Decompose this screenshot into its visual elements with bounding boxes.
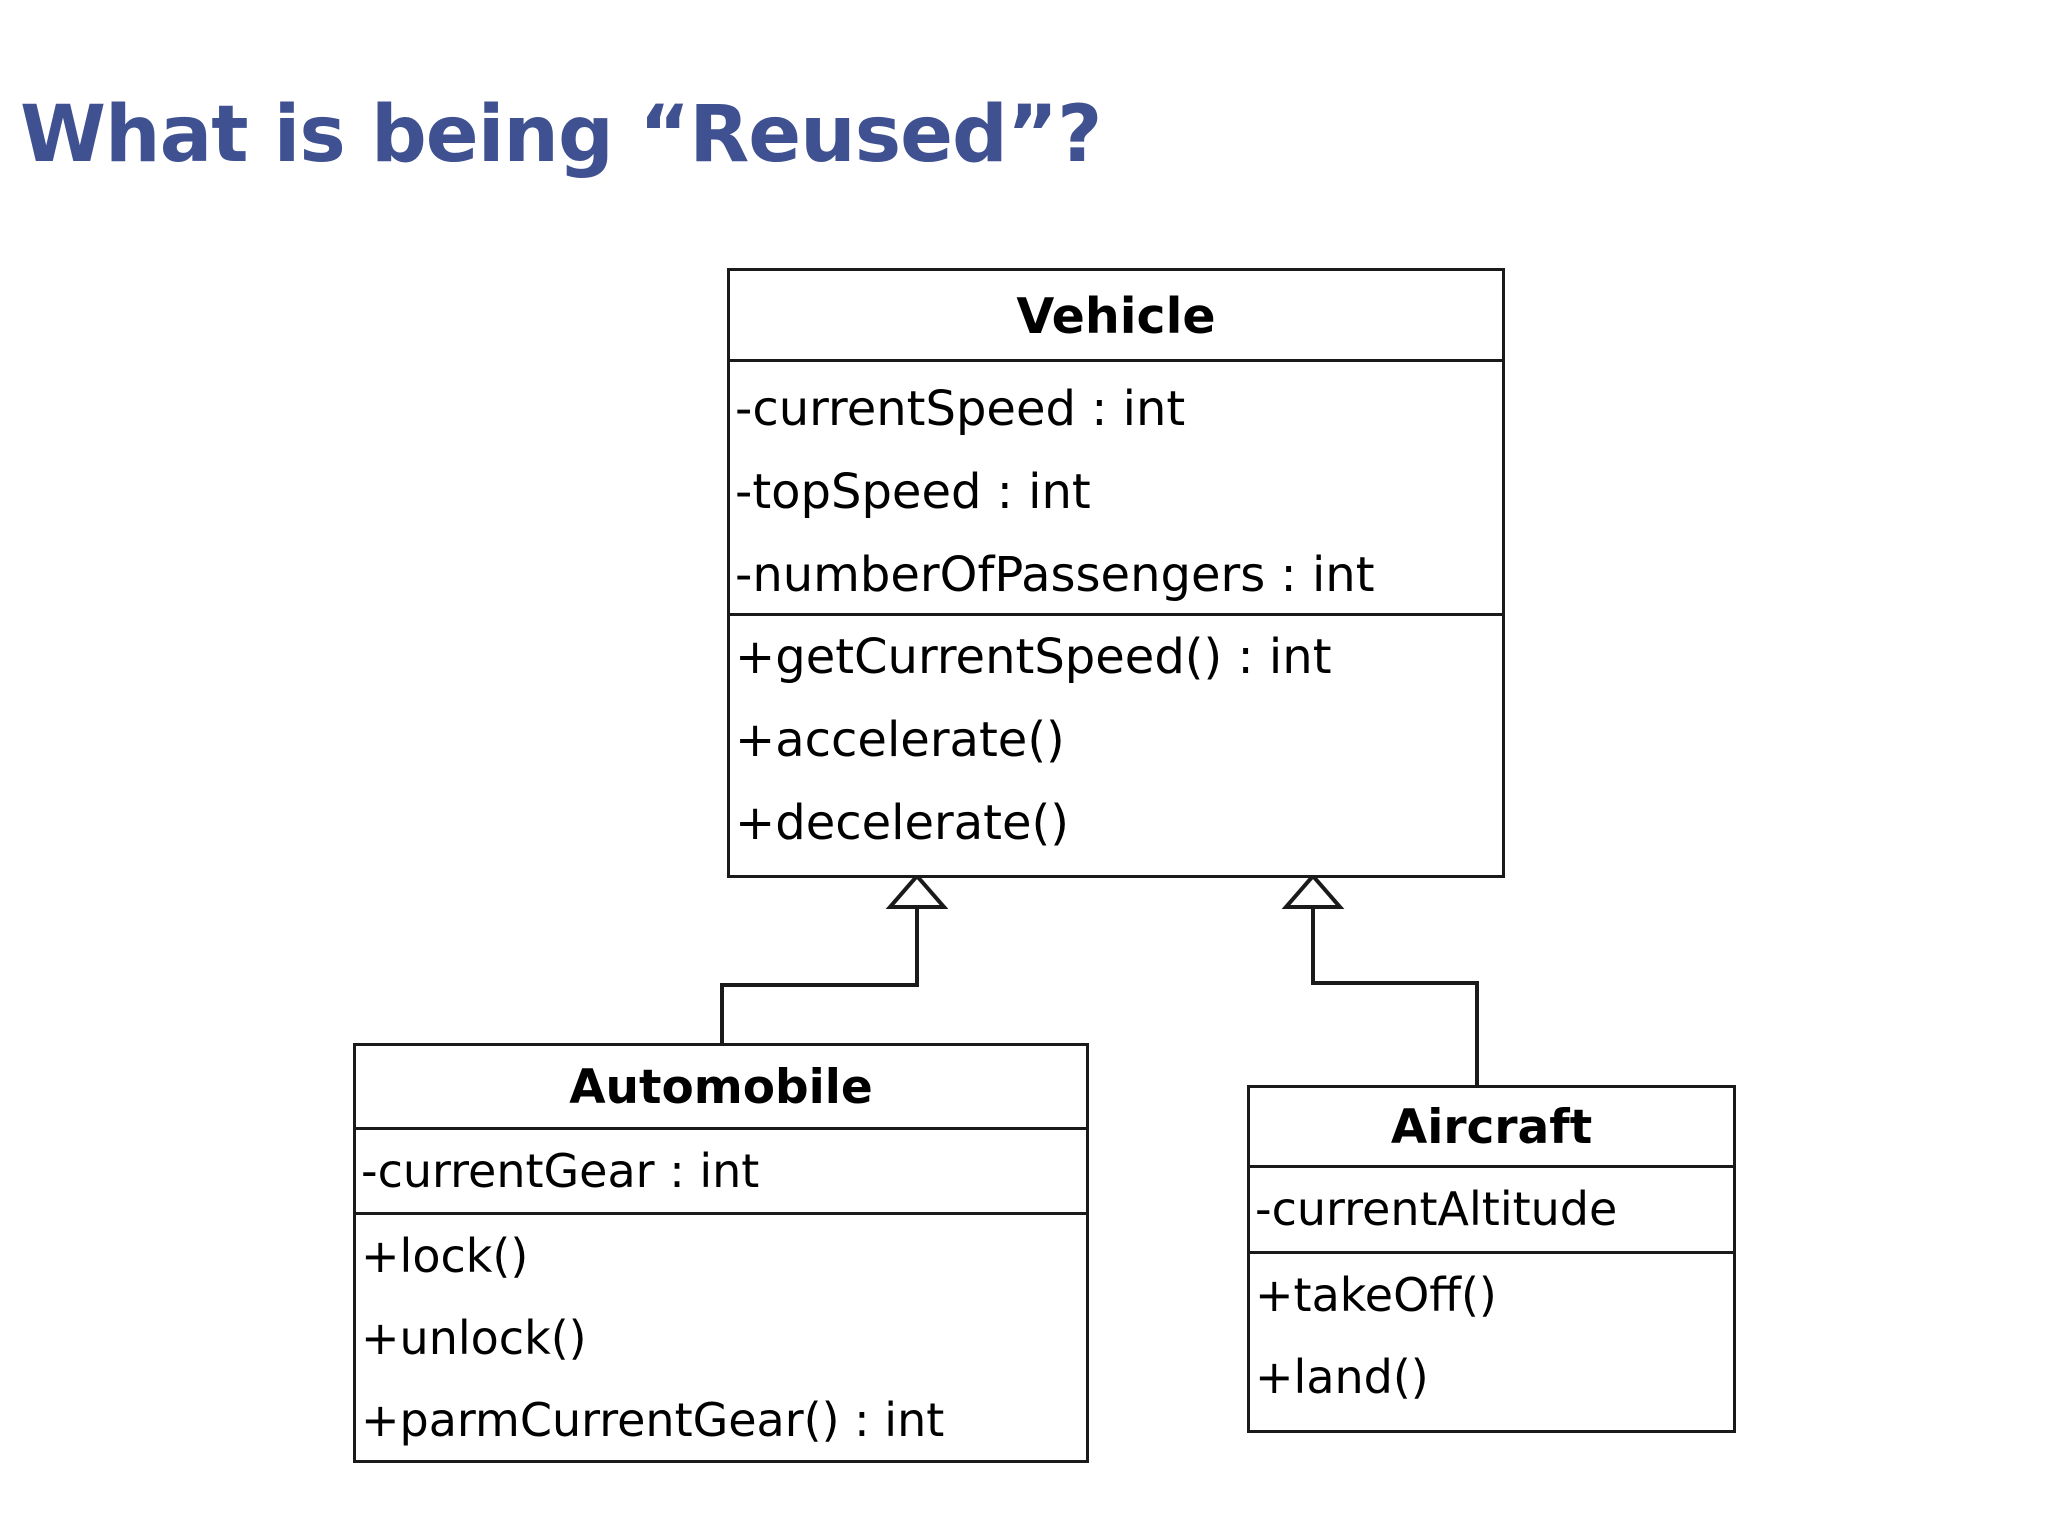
class-name-automobile: Automobile	[356, 1046, 1086, 1130]
class-name-vehicle: Vehicle	[730, 271, 1502, 362]
attributes-compartment-aircraft: -currentAltitude	[1250, 1168, 1733, 1254]
attribute-row: -numberOfPassengers : int	[735, 547, 1375, 603]
attribute-row: -currentSpeed : int	[735, 381, 1186, 437]
operation-row: +lock()	[361, 1229, 529, 1283]
page-title: What is being “Reused”?	[20, 90, 1102, 180]
operation-row: +parmCurrentGear() : int	[361, 1393, 945, 1447]
operations-compartment-vehicle: +getCurrentSpeed() : int +accelerate() +…	[730, 616, 1502, 865]
operations-compartment-aircraft: +takeOff() +land()	[1250, 1254, 1733, 1418]
class-name-aircraft: Aircraft	[1250, 1088, 1733, 1168]
generalization-aircraft-to-vehicle	[1281, 872, 1479, 1085]
attribute-row: -currentAltitude	[1255, 1182, 1618, 1236]
attributes-compartment-vehicle: -currentSpeed : int -topSpeed : int -num…	[730, 362, 1502, 616]
operation-row: +decelerate()	[735, 795, 1069, 851]
attribute-row: -topSpeed : int	[735, 464, 1091, 520]
operations-compartment-automobile: +lock() +unlock() +parmCurrentGear() : i…	[356, 1215, 1086, 1461]
hollow-triangle-arrowhead-automobile	[885, 872, 949, 909]
operation-row: +takeOff()	[1255, 1268, 1497, 1322]
uml-class-automobile[interactable]: Automobile -currentGear : int +lock() +u…	[353, 1043, 1089, 1463]
hollow-triangle-arrowhead-aircraft	[1281, 872, 1345, 909]
operation-row: +getCurrentSpeed() : int	[735, 629, 1332, 685]
generalization-line-aircraft	[1311, 907, 1479, 1085]
generalization-line-automobile	[720, 907, 919, 1043]
uml-class-vehicle[interactable]: Vehicle -currentSpeed : int -topSpeed : …	[727, 268, 1505, 878]
attribute-row: -currentGear : int	[361, 1144, 760, 1198]
generalization-automobile-to-vehicle	[720, 872, 949, 1043]
operation-row: +land()	[1255, 1350, 1429, 1404]
uml-class-aircraft[interactable]: Aircraft -currentAltitude +takeOff() +la…	[1247, 1085, 1736, 1433]
attributes-compartment-automobile: -currentGear : int	[356, 1130, 1086, 1215]
operation-row: +unlock()	[361, 1311, 587, 1365]
operation-row: +accelerate()	[735, 712, 1065, 768]
